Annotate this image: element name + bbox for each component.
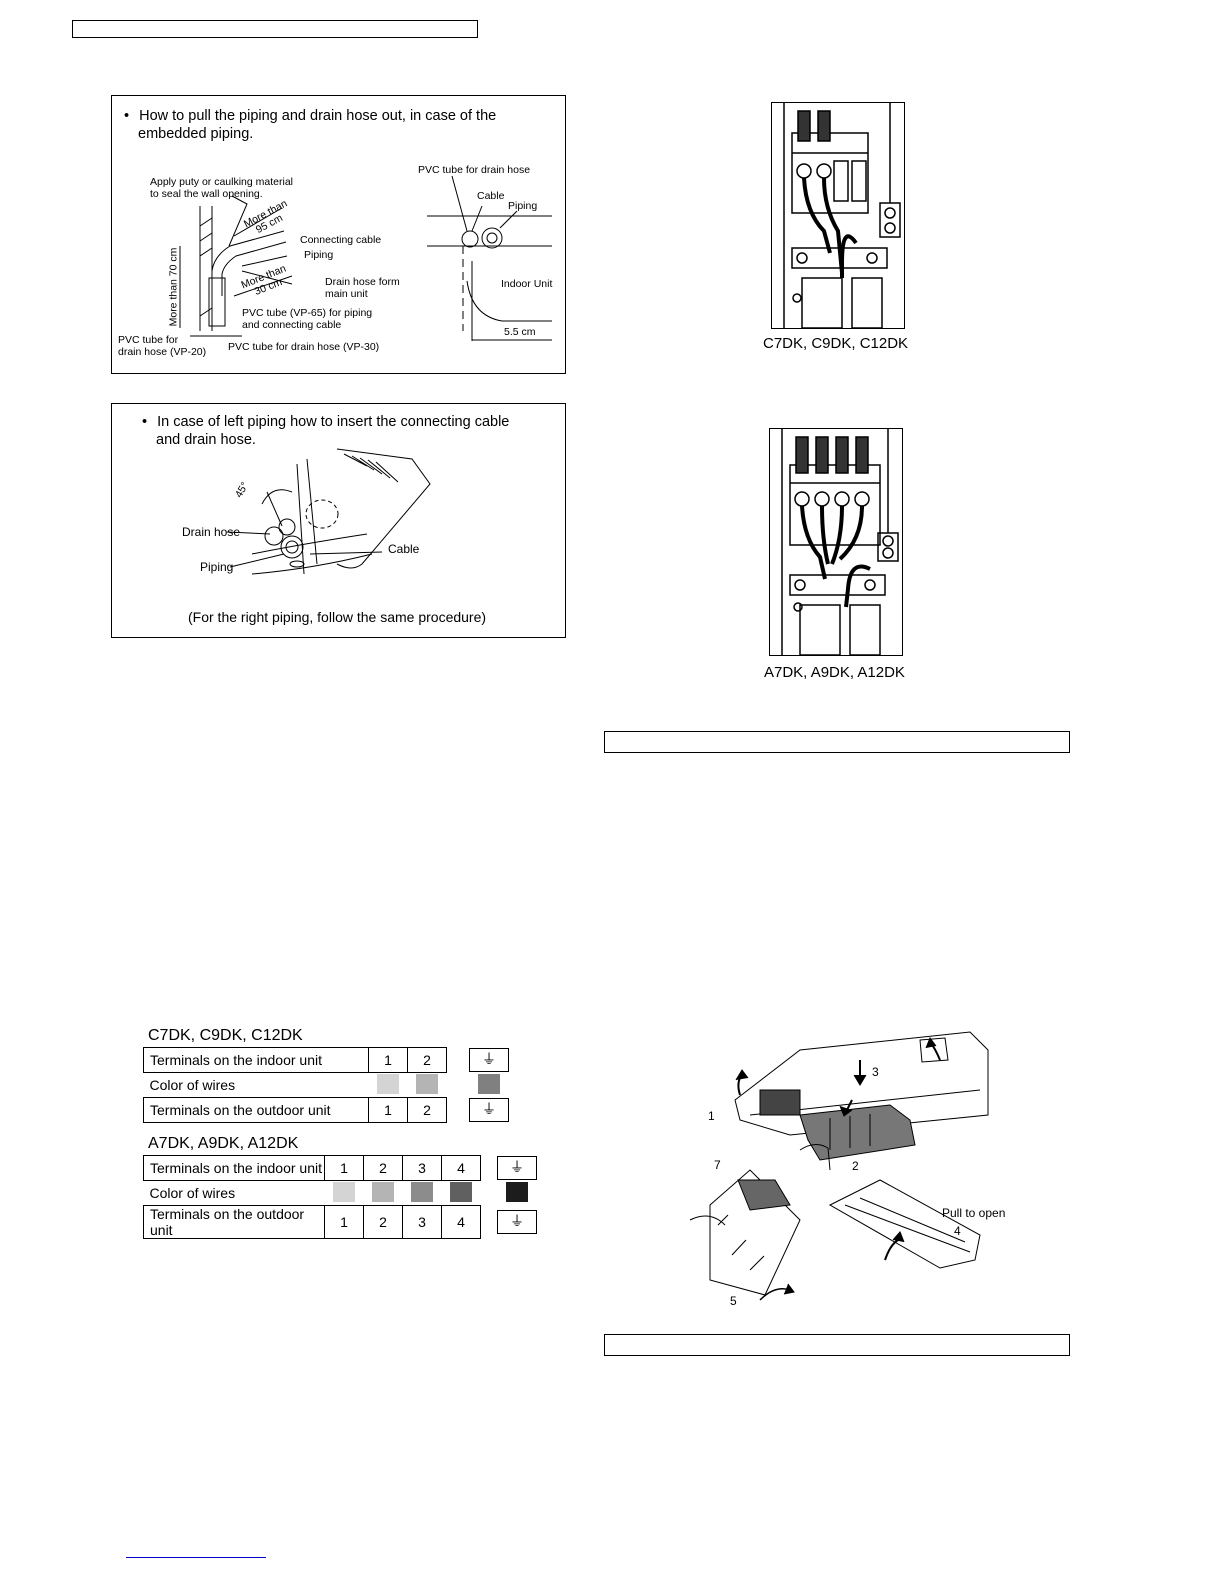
wire-table-a-grid: Terminals on the indoor unit 1 2 3 4 ⏚ C…: [143, 1155, 538, 1239]
wire-table-a: Terminals on the indoor unit 1 2 3 4 ⏚ C…: [143, 1155, 538, 1239]
outdoor-terminal-4: 4: [441, 1205, 481, 1239]
indoor-terminal-2: 2: [407, 1047, 447, 1073]
terminal-caption-c: C7DK, C9DK, C12DK: [763, 335, 909, 352]
wire-table-c: Terminals on the indoor unit 1 2 ⏚ Color…: [143, 1047, 510, 1123]
outdoor-terminal-2: 2: [363, 1205, 403, 1239]
pull-to-open-label: Pull to open: [942, 1206, 1006, 1220]
pvc20-label-2: drain hose (VP-20): [118, 346, 207, 358]
color-label: Color of wires: [149, 1077, 236, 1093]
embedded-piping-title: • How to pull the piping and drain hose …: [124, 108, 497, 124]
pvc65-label-2: and connecting cable: [242, 319, 342, 331]
terminal-photo-a-drawing: [781, 429, 899, 656]
bottom-link-underline[interactable]: [126, 1557, 266, 1558]
wire-swatch: [333, 1181, 355, 1202]
wire-swatch: [372, 1181, 394, 1202]
embedded-piping-title-line2: embedded piping.: [138, 126, 254, 142]
left-piping-drawing: [226, 448, 431, 575]
pvc30-label: PVC tube for drain hose (VP-30): [228, 341, 380, 353]
outdoor-terminal-1: 1: [324, 1205, 364, 1239]
terminal-photo-a: [769, 428, 903, 656]
wire-swatch: [478, 1073, 500, 1094]
wire-swatch: [506, 1181, 528, 1202]
pvc20-label-1: PVC tube for: [118, 334, 179, 346]
wire-table-c-title: C7DK, C9DK, C12DK: [148, 1027, 303, 1044]
ground-icon: ⏚: [469, 1098, 509, 1122]
indoor-label: Terminals on the indoor unit: [143, 1047, 369, 1073]
ground-icon: ⏚: [469, 1048, 509, 1072]
connecting-cable-label: Connecting cable: [300, 234, 382, 246]
pvc65-label-1: PVC tube (VP-65) for piping: [242, 307, 373, 319]
color-label: Color of wires: [149, 1185, 236, 1201]
section-heading-bar-1: [604, 731, 1070, 753]
drain-hose-form-label-1: Drain hose form: [325, 276, 400, 288]
ground-icon: ⏚: [497, 1210, 537, 1234]
indoor-label: Terminals on the indoor unit: [143, 1155, 325, 1181]
step-2-label: 2: [852, 1159, 859, 1173]
filter-removal-drawing: [689, 1031, 989, 1301]
indoor-terminal-2: 2: [363, 1155, 403, 1181]
terminal-photo-c: [771, 102, 905, 329]
wire-swatch: [377, 1073, 399, 1094]
cable-label-left: Cable: [388, 542, 420, 556]
drain-hose-form-label-2: main unit: [325, 288, 368, 300]
filter-removal-figure: 1 2 3 4 5 7 Pull to open: [680, 1020, 1005, 1310]
outdoor-terminal-2: 2: [407, 1097, 447, 1123]
page-header-bar: [72, 20, 478, 38]
embedded-piping-drawing: [179, 175, 552, 341]
left-piping-figure: • In case of left piping how to insert t…: [111, 403, 566, 638]
indoor-terminal-1: 1: [324, 1155, 364, 1181]
apply-label-1: Apply puty or caulking material: [150, 176, 293, 188]
piping-label-left: Piping: [200, 560, 234, 574]
step-4-label: 4: [954, 1224, 961, 1238]
embedded-piping-figure: • How to pull the piping and drain hose …: [111, 95, 566, 374]
piping-label-2: Piping: [508, 200, 538, 212]
wire-swatch: [416, 1073, 438, 1094]
wire-table-a-title: A7DK, A9DK, A12DK: [148, 1135, 299, 1152]
right-piping-note: (For the right piping, follow the same p…: [188, 609, 487, 625]
wire-swatch: [450, 1181, 472, 1202]
step-3-label: 3: [872, 1065, 879, 1079]
indoor-terminal-4: 4: [441, 1155, 481, 1181]
indoor-unit-label: Indoor Unit: [501, 278, 553, 290]
step-5-label: 5: [730, 1294, 737, 1308]
outdoor-label: Terminals on the outdoor unit: [143, 1097, 369, 1123]
pvc-drain-label: PVC tube for drain hose: [418, 164, 531, 176]
indoor-terminal-3: 3: [402, 1155, 442, 1181]
apply-label-2: to seal the wall opening.: [150, 188, 263, 200]
wire-table-c-grid: Terminals on the indoor unit 1 2 ⏚ Color…: [143, 1047, 510, 1123]
left-piping-title-line2: and drain hose.: [156, 432, 256, 448]
terminal-caption-a: A7DK, A9DK, A12DK: [764, 664, 905, 681]
left-piping-title: • In case of left piping how to insert t…: [142, 414, 510, 430]
outdoor-label: Terminals on the outdoor unit: [143, 1205, 325, 1239]
section-heading-bar-2: [604, 1334, 1070, 1356]
more-than-70-label: More than 70 cm: [167, 247, 180, 327]
dim-5-5-label: 5.5 cm: [504, 326, 536, 338]
cable-label: Cable: [477, 190, 505, 202]
wire-swatch: [411, 1181, 433, 1202]
piping-label: Piping: [304, 249, 334, 261]
step-7-label: 7: [714, 1158, 721, 1172]
step-1-label: 1: [708, 1109, 715, 1123]
outdoor-terminal-1: 1: [368, 1097, 408, 1123]
terminal-photo-c-drawing: [783, 103, 901, 329]
indoor-terminal-1: 1: [368, 1047, 408, 1073]
drain-hose-label: Drain hose: [182, 525, 241, 539]
ground-icon: ⏚: [497, 1156, 537, 1180]
outdoor-terminal-3: 3: [402, 1205, 442, 1239]
